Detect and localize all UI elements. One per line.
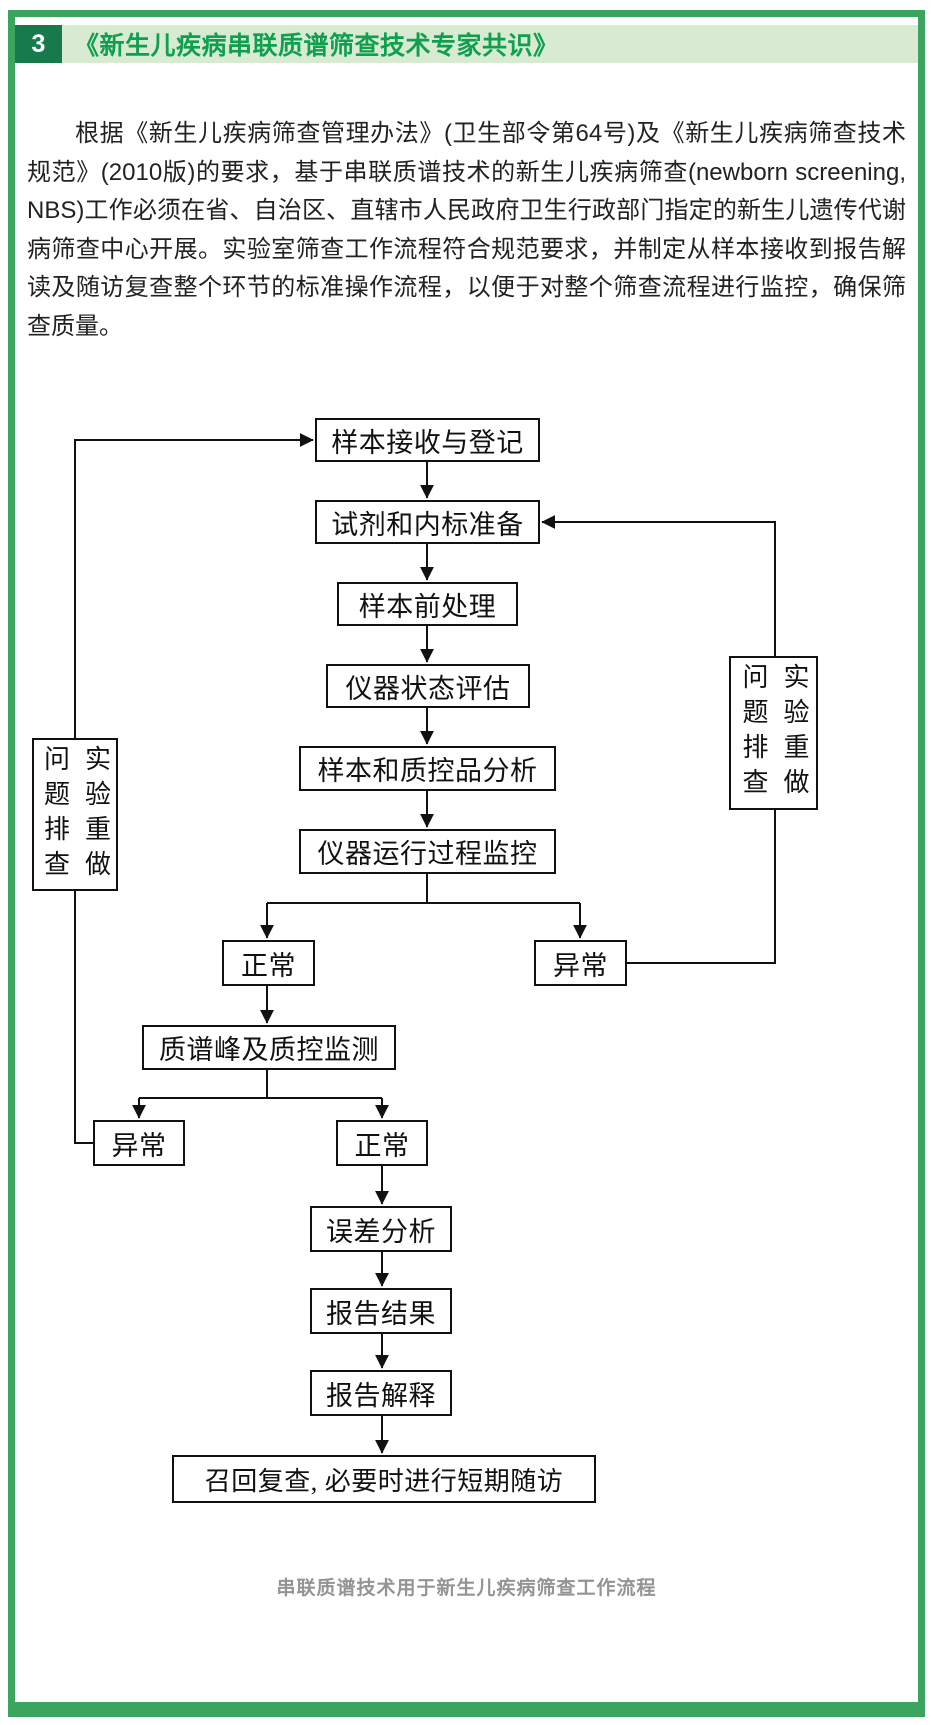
section-header: 3 《新生儿疾病串联质谱筛查技术专家共识》 (15, 25, 918, 63)
flow-node-run-monitoring: 仪器运行过程监控 (299, 829, 556, 874)
troubleshoot-label: 问题排查 (739, 663, 768, 803)
intro-paragraph: 根据《新生儿疾病筛查管理办法》(卫生部令第64号)及《新生儿疾病筛查技术规范》(… (27, 120, 906, 340)
section-number-badge: 3 (15, 25, 62, 63)
section-title-bar: 《新生儿疾病串联质谱筛查技术专家共识》 (62, 25, 918, 63)
flow-node-error-analysis: 误差分析 (310, 1206, 452, 1252)
flow-node-normal-2: 正常 (336, 1120, 428, 1166)
flow-node-abnormal-2: 异常 (93, 1120, 185, 1166)
flow-node-sample-qc-analysis: 样本和质控品分析 (299, 746, 556, 791)
flow-node-report-result: 报告结果 (310, 1288, 452, 1334)
flow-node-normal-1: 正常 (222, 940, 315, 986)
flow-node-sample-pretreat: 样本前处理 (337, 582, 518, 626)
green-frame: 3 《新生儿疾病串联质谱筛查技术专家共识》 根据《新生儿疾病筛查管理办法》(卫生… (8, 10, 925, 1717)
flowchart: 样本接收与登记 试剂和内标准备 样本前处理 仪器状态评估 样本和质控品分析 仪器… (15, 388, 918, 1553)
flow-node-report-interpret: 报告解释 (310, 1370, 452, 1416)
flow-node-reagent-prep: 试剂和内标准备 (315, 500, 540, 544)
redo-label: 实验重做 (81, 744, 111, 885)
flow-node-recall-followup: 召回复查, 必要时进行短期随访 (172, 1455, 596, 1503)
flow-connectors (74, 433, 776, 1454)
flow-node-instrument-eval: 仪器状态评估 (326, 664, 530, 708)
redo-label: 实验重做 (780, 663, 809, 803)
flow-node-troubleshoot-redo-right: 问题排查 实验重做 (729, 656, 818, 810)
flow-node-peak-qc-monitor: 质谱峰及质控监测 (142, 1025, 396, 1070)
troubleshoot-label: 问题排查 (40, 744, 70, 885)
flow-node-abnormal-1: 异常 (534, 940, 627, 986)
flow-node-troubleshoot-redo-left: 问题排查 实验重做 (32, 738, 118, 891)
figure-caption: 串联质谱技术用于新生儿疾病筛查工作流程 (276, 1578, 657, 1599)
flow-node-sample-receive: 样本接收与登记 (315, 418, 540, 462)
section-title: 《新生儿疾病串联质谱筛查技术专家共识》 (74, 32, 559, 60)
